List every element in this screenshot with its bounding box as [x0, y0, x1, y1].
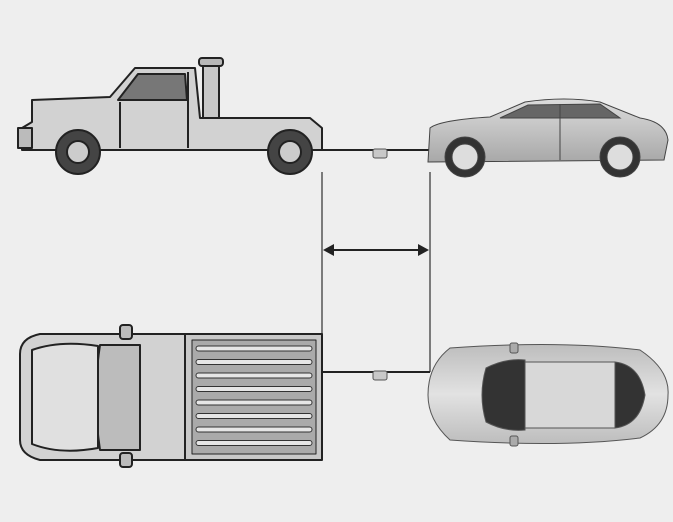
tow-truck-top-view: [19, 324, 323, 468]
tow-bar-coupler-top: [372, 370, 388, 381]
tow-truck-side-view: [17, 57, 323, 175]
towed-car-side-view: [427, 98, 669, 178]
truck-bed-slats: [195, 345, 313, 446]
bed-slat: [195, 399, 313, 406]
bed-slat: [195, 372, 313, 379]
towed-car-top-view: [427, 342, 669, 447]
bed-slat: [195, 413, 313, 419]
truck-window: [117, 73, 188, 101]
bed-slat: [195, 359, 313, 365]
bed-slat: [195, 345, 313, 352]
distance-arrow: [323, 244, 429, 256]
truck-bumper: [17, 127, 33, 149]
bed-slat: [195, 386, 313, 392]
bed-slat: [195, 426, 313, 433]
bed-slat: [195, 440, 313, 446]
tow-bar-coupler-side: [372, 148, 388, 159]
tow-boom-post: [202, 59, 220, 121]
